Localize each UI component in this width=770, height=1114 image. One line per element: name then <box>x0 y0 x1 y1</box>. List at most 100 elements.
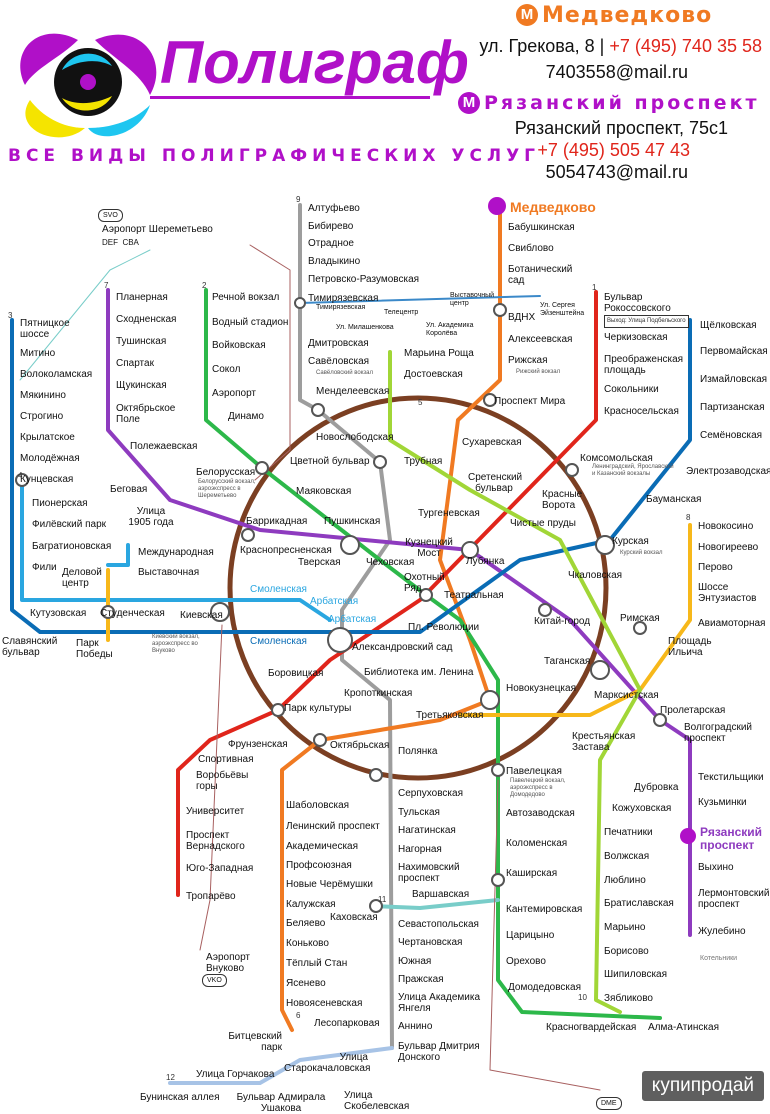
station-ulitsa-1905[interactable]: Улица 1905 года <box>128 506 174 528</box>
station-strogino[interactable]: Строгино <box>20 411 64 422</box>
station-marksistskaya[interactable]: Марксистская <box>594 690 659 701</box>
station-begovaya[interactable]: Беговая <box>110 484 148 495</box>
station-chkalovskaya[interactable]: Чкаловская <box>568 570 623 581</box>
station-teply-stan[interactable]: Тёплый Стан <box>286 958 348 969</box>
station-maryino[interactable]: Марьино <box>604 922 646 933</box>
station-bulvar-rokossovskogo[interactable]: Бульвар Рокоссовского <box>604 292 671 314</box>
station-lubyanka[interactable]: Лубянка <box>466 556 505 567</box>
station-profsoyuznaya[interactable]: Профсоюзная <box>286 860 352 871</box>
station-petrovsko[interactable]: Петровско-Разумовская <box>308 274 420 285</box>
station-partizanskaya[interactable]: Партизанская <box>700 402 765 413</box>
station-novye-cheremushki[interactable]: Новые Черёмушки <box>286 879 373 890</box>
station-shipilovskaya[interactable]: Шипиловская <box>604 969 668 980</box>
station-schelkovskaya[interactable]: Щёлковская <box>700 320 757 331</box>
station-annino[interactable]: Аннино <box>398 1021 433 1032</box>
station-mezhdunarodnaya[interactable]: Международная <box>138 547 214 558</box>
station-kitay-gorod[interactable]: Китай-город <box>534 616 591 627</box>
station-kropotkinskaya[interactable]: Кропоткинская <box>344 688 413 699</box>
station-tverskaya[interactable]: Тверская <box>298 557 341 568</box>
station-bitsevsky[interactable]: Битцевский парк <box>228 1031 282 1053</box>
station-komsomolskaya[interactable]: Комсомольская <box>580 453 653 464</box>
station-preobrazhenskaya[interactable]: Преображенская площадь <box>604 354 684 376</box>
station-nagatinskaya[interactable]: Нагатинская <box>398 825 456 836</box>
station-rimskaya[interactable]: Римская <box>620 613 660 624</box>
station-kurskaya[interactable]: Курская <box>612 536 649 547</box>
station-alma-atinskaya[interactable]: Алма-Атинская <box>648 1022 719 1033</box>
station-elektrozavodskaya[interactable]: Электрозаводская <box>686 466 770 477</box>
station-timiryazevskaya[interactable]: Тимирязевская <box>308 293 379 304</box>
station-biblioteka[interactable]: Библиотека им. Ленина <box>364 667 474 678</box>
station-dubrovka[interactable]: Дубровка <box>634 782 679 793</box>
station-smolenskaya-light[interactable]: Смоленская <box>250 584 307 595</box>
station-ulitsa-starokachalovskaya[interactable]: Улица Старокачаловская <box>284 1052 371 1074</box>
station-krasnogvardeyskaya[interactable]: Красногвардейская <box>546 1022 637 1033</box>
monorail-telecentr[interactable]: Телецентр <box>384 309 419 316</box>
station-lermontovsky[interactable]: Лермонтовский проспект <box>698 888 770 910</box>
station-yangelya[interactable]: Улица Академика Янгеля <box>398 992 481 1014</box>
station-chistye-prudy[interactable]: Чистые пруды <box>510 518 576 529</box>
station-kantemirovskaya[interactable]: Кантемировская <box>506 904 583 915</box>
station-volokolamskaya[interactable]: Волоколамская <box>20 369 93 380</box>
station-proletarskaya[interactable]: Пролетарская <box>660 705 726 716</box>
station-universitet[interactable]: Университет <box>186 806 245 817</box>
station-leninsky[interactable]: Ленинский проспект <box>286 821 380 832</box>
station-pechatniki[interactable]: Печатники <box>604 827 653 838</box>
station-krasnopresnenskaya[interactable]: Краснопресненская <box>240 545 332 556</box>
station-ploshchad-ilyicha[interactable]: Площадь Ильича <box>668 636 712 658</box>
station-voykovskaya[interactable]: Войковская <box>212 340 266 351</box>
station-spartak[interactable]: Спартак <box>116 358 154 369</box>
station-dinamo[interactable]: Динамо <box>228 411 264 422</box>
station-entuziastov[interactable]: Шоссе Энтузиастов <box>698 582 757 604</box>
monorail-vystavochny[interactable]: Выставочный центр <box>450 292 495 307</box>
station-altufyevo[interactable]: Алтуфьево <box>308 203 360 214</box>
station-kakhovskaya[interactable]: Каховская <box>330 912 378 923</box>
station-babushkinskaya[interactable]: Бабушкинская <box>508 222 575 233</box>
station-savelovskaya[interactable]: Савёловская <box>308 356 370 367</box>
station-oktyabrskoe-pole[interactable]: Октябрьское Поле <box>116 403 176 425</box>
station-vystavochnaya[interactable]: Выставочная <box>138 567 200 578</box>
station-tekstilshchiki[interactable]: Текстильщики <box>698 772 764 783</box>
station-akademicheskaya[interactable]: Академическая <box>286 841 359 852</box>
station-botanichesky[interactable]: Ботанический сад <box>508 264 573 286</box>
station-dmitrovskaya[interactable]: Дмитровская <box>308 338 369 349</box>
station-kuzminki[interactable]: Кузьминки <box>698 797 747 808</box>
station-oktyabrskaya[interactable]: Октябрьская <box>330 740 390 751</box>
branch-1-email[interactable]: 7403558@mail.ru <box>545 62 688 82</box>
station-pyatnitskoe[interactable]: Пятницкое шоссе <box>20 318 70 340</box>
station-pionerskaya[interactable]: Пионерская <box>32 498 88 509</box>
station-perovo[interactable]: Перово <box>698 562 733 573</box>
station-planernaya[interactable]: Планерная <box>116 292 168 303</box>
station-nakhimovsky[interactable]: Нахимовский проспект <box>398 862 460 884</box>
station-delovoy[interactable]: Деловой центр <box>62 567 102 589</box>
station-barrikadnaya[interactable]: Баррикадная <box>246 516 308 527</box>
station-sviblovo[interactable]: Свиблово <box>508 243 554 254</box>
station-mayakovskaya[interactable]: Маяковская <box>296 486 352 497</box>
station-vodny[interactable]: Водный стадион <box>212 317 289 328</box>
station-arbatskaya-light[interactable]: Арбатская <box>310 596 359 607</box>
station-bratislavskaya[interactable]: Братиславская <box>604 898 674 909</box>
station-bibirevo[interactable]: Бибирево <box>308 221 354 232</box>
station-domodedovskaya[interactable]: Домодедовская <box>508 982 582 993</box>
station-tsvetnoy[interactable]: Цветной бульвар <box>290 456 370 467</box>
station-semenovskaya[interactable]: Семёновская <box>700 430 763 441</box>
station-vladykino[interactable]: Владыкино <box>308 256 361 267</box>
station-belyaevo[interactable]: Беляево <box>286 918 326 929</box>
station-smolenskaya-blue[interactable]: Смоленская <box>250 636 307 647</box>
station-sportivnaya[interactable]: Спортивная <box>198 754 254 765</box>
station-rechnoy[interactable]: Речной вокзал <box>212 292 280 303</box>
station-izmaylovskaya[interactable]: Измайловская <box>700 374 768 385</box>
station-krylatskoe[interactable]: Крылатское <box>20 432 75 443</box>
station-sretensky[interactable]: Сретенский бульвар <box>468 472 523 494</box>
station-otradnoe[interactable]: Отрадное <box>308 238 354 249</box>
station-krasnye-vorota[interactable]: Красные Ворота <box>542 489 583 511</box>
station-aeroport[interactable]: Аэропорт <box>212 388 257 399</box>
monorail-tim[interactable]: Тимирязевская <box>316 304 366 311</box>
station-varshavskaya[interactable]: Варшавская <box>412 889 470 900</box>
station-studencheskaya[interactable]: Студенческая <box>100 608 165 619</box>
station-ryazansky-marker[interactable]: Рязанский проспект <box>700 825 763 852</box>
station-park-pobedy[interactable]: Парк Победы <box>76 638 113 660</box>
station-novogireevo[interactable]: Новогиреево <box>698 542 759 553</box>
station-bagrationovskaya[interactable]: Багратионовская <box>32 541 112 552</box>
monorail-milashenkova[interactable]: Ул. Милашенкова <box>336 324 394 331</box>
station-rizhskaya[interactable]: Рижская <box>508 355 548 366</box>
